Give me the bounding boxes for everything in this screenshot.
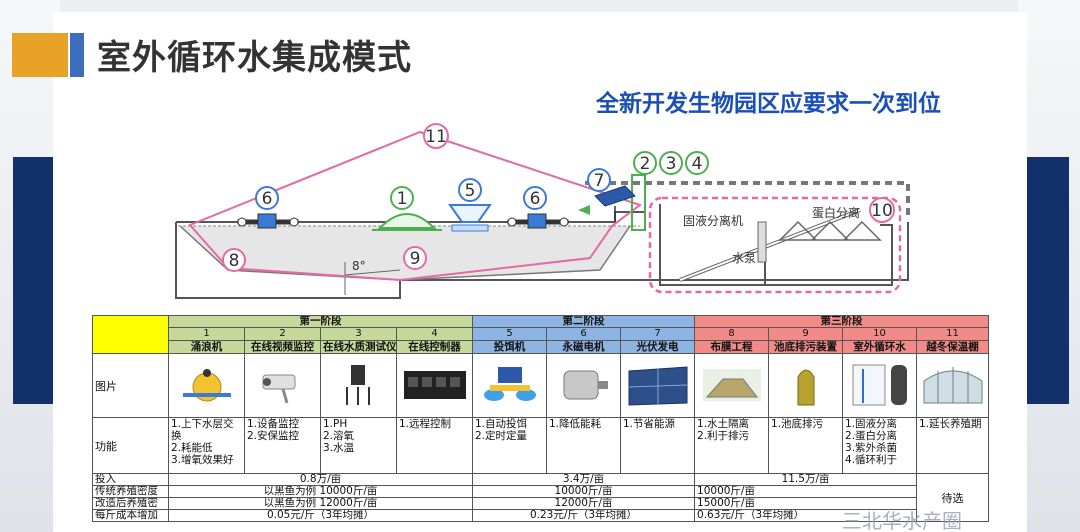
row-label-picture: 图片 xyxy=(92,353,169,418)
marker-11: 11 xyxy=(425,127,447,147)
cost-2: 0.23元/斤（3年均摊） xyxy=(471,509,696,522)
marker-10: 10 xyxy=(871,201,893,221)
marker-7: 7 xyxy=(594,171,605,191)
density-trad-3: 10000斤/亩 xyxy=(694,485,918,498)
density-new-2: 12000斤/亩 xyxy=(471,497,696,510)
angle-label: 8° xyxy=(352,259,366,273)
marker-6-right: 6 xyxy=(530,189,541,209)
picture-solar xyxy=(619,353,696,418)
invest-phase-2: 3.4万/亩 xyxy=(471,473,696,486)
row-label-density-new: 改造后养殖密 xyxy=(92,497,169,510)
function-cell: 1.节省能源 xyxy=(619,417,696,474)
item-number: 5 xyxy=(472,327,547,341)
item-name: 在线控制器 xyxy=(396,340,473,354)
pending-cell: 待选 xyxy=(916,473,990,522)
item-number: 4 xyxy=(396,327,473,341)
function-cell: 1.远程控制 xyxy=(396,417,473,474)
phase-3: 第三阶段 xyxy=(694,315,990,328)
picture-aerator xyxy=(168,353,245,418)
item-number: 3 xyxy=(320,327,397,341)
picture-controller xyxy=(396,353,473,418)
page-title: 室外循环水集成模式 xyxy=(97,38,412,78)
right-navy-band xyxy=(1027,157,1069,404)
item-name: 涌浪机 xyxy=(168,340,245,354)
cost-1: 0.05元/斤（3年均摊） xyxy=(168,509,473,522)
marker-3: 3 xyxy=(666,154,677,174)
item-number: 6 xyxy=(546,327,621,341)
system-diagram: 8° 固液分离机 蛋白分离 水泵 xyxy=(175,123,910,299)
item-number: 2 xyxy=(244,327,321,341)
pump-label: 水泵 xyxy=(732,251,756,265)
item-number: 10 xyxy=(842,327,918,341)
item-name: 越冬保温棚 xyxy=(916,340,990,354)
function-cell: 1.降低能耗 xyxy=(546,417,621,474)
picture-greenhouse xyxy=(916,353,990,418)
item-name: 永磁电机 xyxy=(546,340,621,354)
marker-6-left: 6 xyxy=(262,189,273,209)
row-label-cost: 每斤成本增加 xyxy=(92,509,169,522)
density-trad-2: 10000斤/亩 xyxy=(471,485,696,498)
function-cell: 1.池底排污 xyxy=(768,417,844,474)
protein-label: 蛋白分离 xyxy=(812,205,860,220)
watermark: 三北华水产圈 xyxy=(842,509,962,532)
item-name: 布膜工程 xyxy=(694,340,770,354)
item-number: 9 xyxy=(768,327,844,341)
row-label-function: 功能 xyxy=(92,417,169,474)
phase-2: 第二阶段 xyxy=(471,315,696,328)
picture-motor xyxy=(546,353,621,418)
row-label-invest: 投入 xyxy=(92,473,169,486)
picture-circulation xyxy=(842,353,918,418)
header-corner xyxy=(92,315,169,354)
picture-water-tester xyxy=(320,353,397,418)
perimeter-line xyxy=(188,130,643,282)
density-new-1: 以黑鱼为例 12000斤/亩 xyxy=(168,497,473,510)
marker-2: 2 xyxy=(640,154,651,174)
marker-8: 8 xyxy=(229,251,240,271)
item-name: 投饵机 xyxy=(472,340,547,354)
equipment-table: 第一阶段 第二阶段 第三阶段 1 2 3 4 5 6 7 8 9 10 11 涌… xyxy=(92,315,990,522)
pond-outline xyxy=(175,222,909,299)
item-name: 在线水质测试仪 xyxy=(320,340,397,354)
item-name: 光伏发电 xyxy=(619,340,696,354)
item-number: 8 xyxy=(694,327,770,341)
item-number: 1 xyxy=(168,327,245,341)
marker-9: 9 xyxy=(410,249,421,269)
picture-liner xyxy=(694,353,770,418)
item-name: 在线视频监控 xyxy=(244,340,321,354)
left-navy-band xyxy=(13,157,53,404)
row-label-density-trad: 传统养殖密度 xyxy=(92,485,169,498)
item-name: 池底排污装置 xyxy=(768,340,844,354)
marker-4: 4 xyxy=(692,154,703,174)
picture-camera xyxy=(244,353,321,418)
page-subtitle: 全新开发生物园区应要求一次到位 xyxy=(596,91,941,117)
function-cell: 1.延长养殖期 xyxy=(916,417,990,474)
marker-1: 1 xyxy=(397,189,408,209)
item-number: 7 xyxy=(619,327,696,341)
marker-5: 5 xyxy=(465,181,476,201)
circulation-box xyxy=(648,196,902,294)
item-name: 室外循环水 xyxy=(842,340,918,354)
picture-feeder xyxy=(472,353,547,418)
item-number: 11 xyxy=(916,327,990,341)
invest-phase-1: 0.8万/亩 xyxy=(168,473,473,486)
density-trad-1: 以黑鱼为例 10000斤/亩 xyxy=(168,485,473,498)
title-accent-orange xyxy=(12,33,68,77)
picture-drain xyxy=(768,353,844,418)
phase-1: 第一阶段 xyxy=(168,315,473,328)
cost-3: 0.63元/斤（3年均摊） xyxy=(694,509,918,522)
separator-label: 固液分离机 xyxy=(683,213,743,228)
invest-phase-3: 11.5万/亩 xyxy=(694,473,918,486)
title-accent-blue xyxy=(70,33,84,77)
